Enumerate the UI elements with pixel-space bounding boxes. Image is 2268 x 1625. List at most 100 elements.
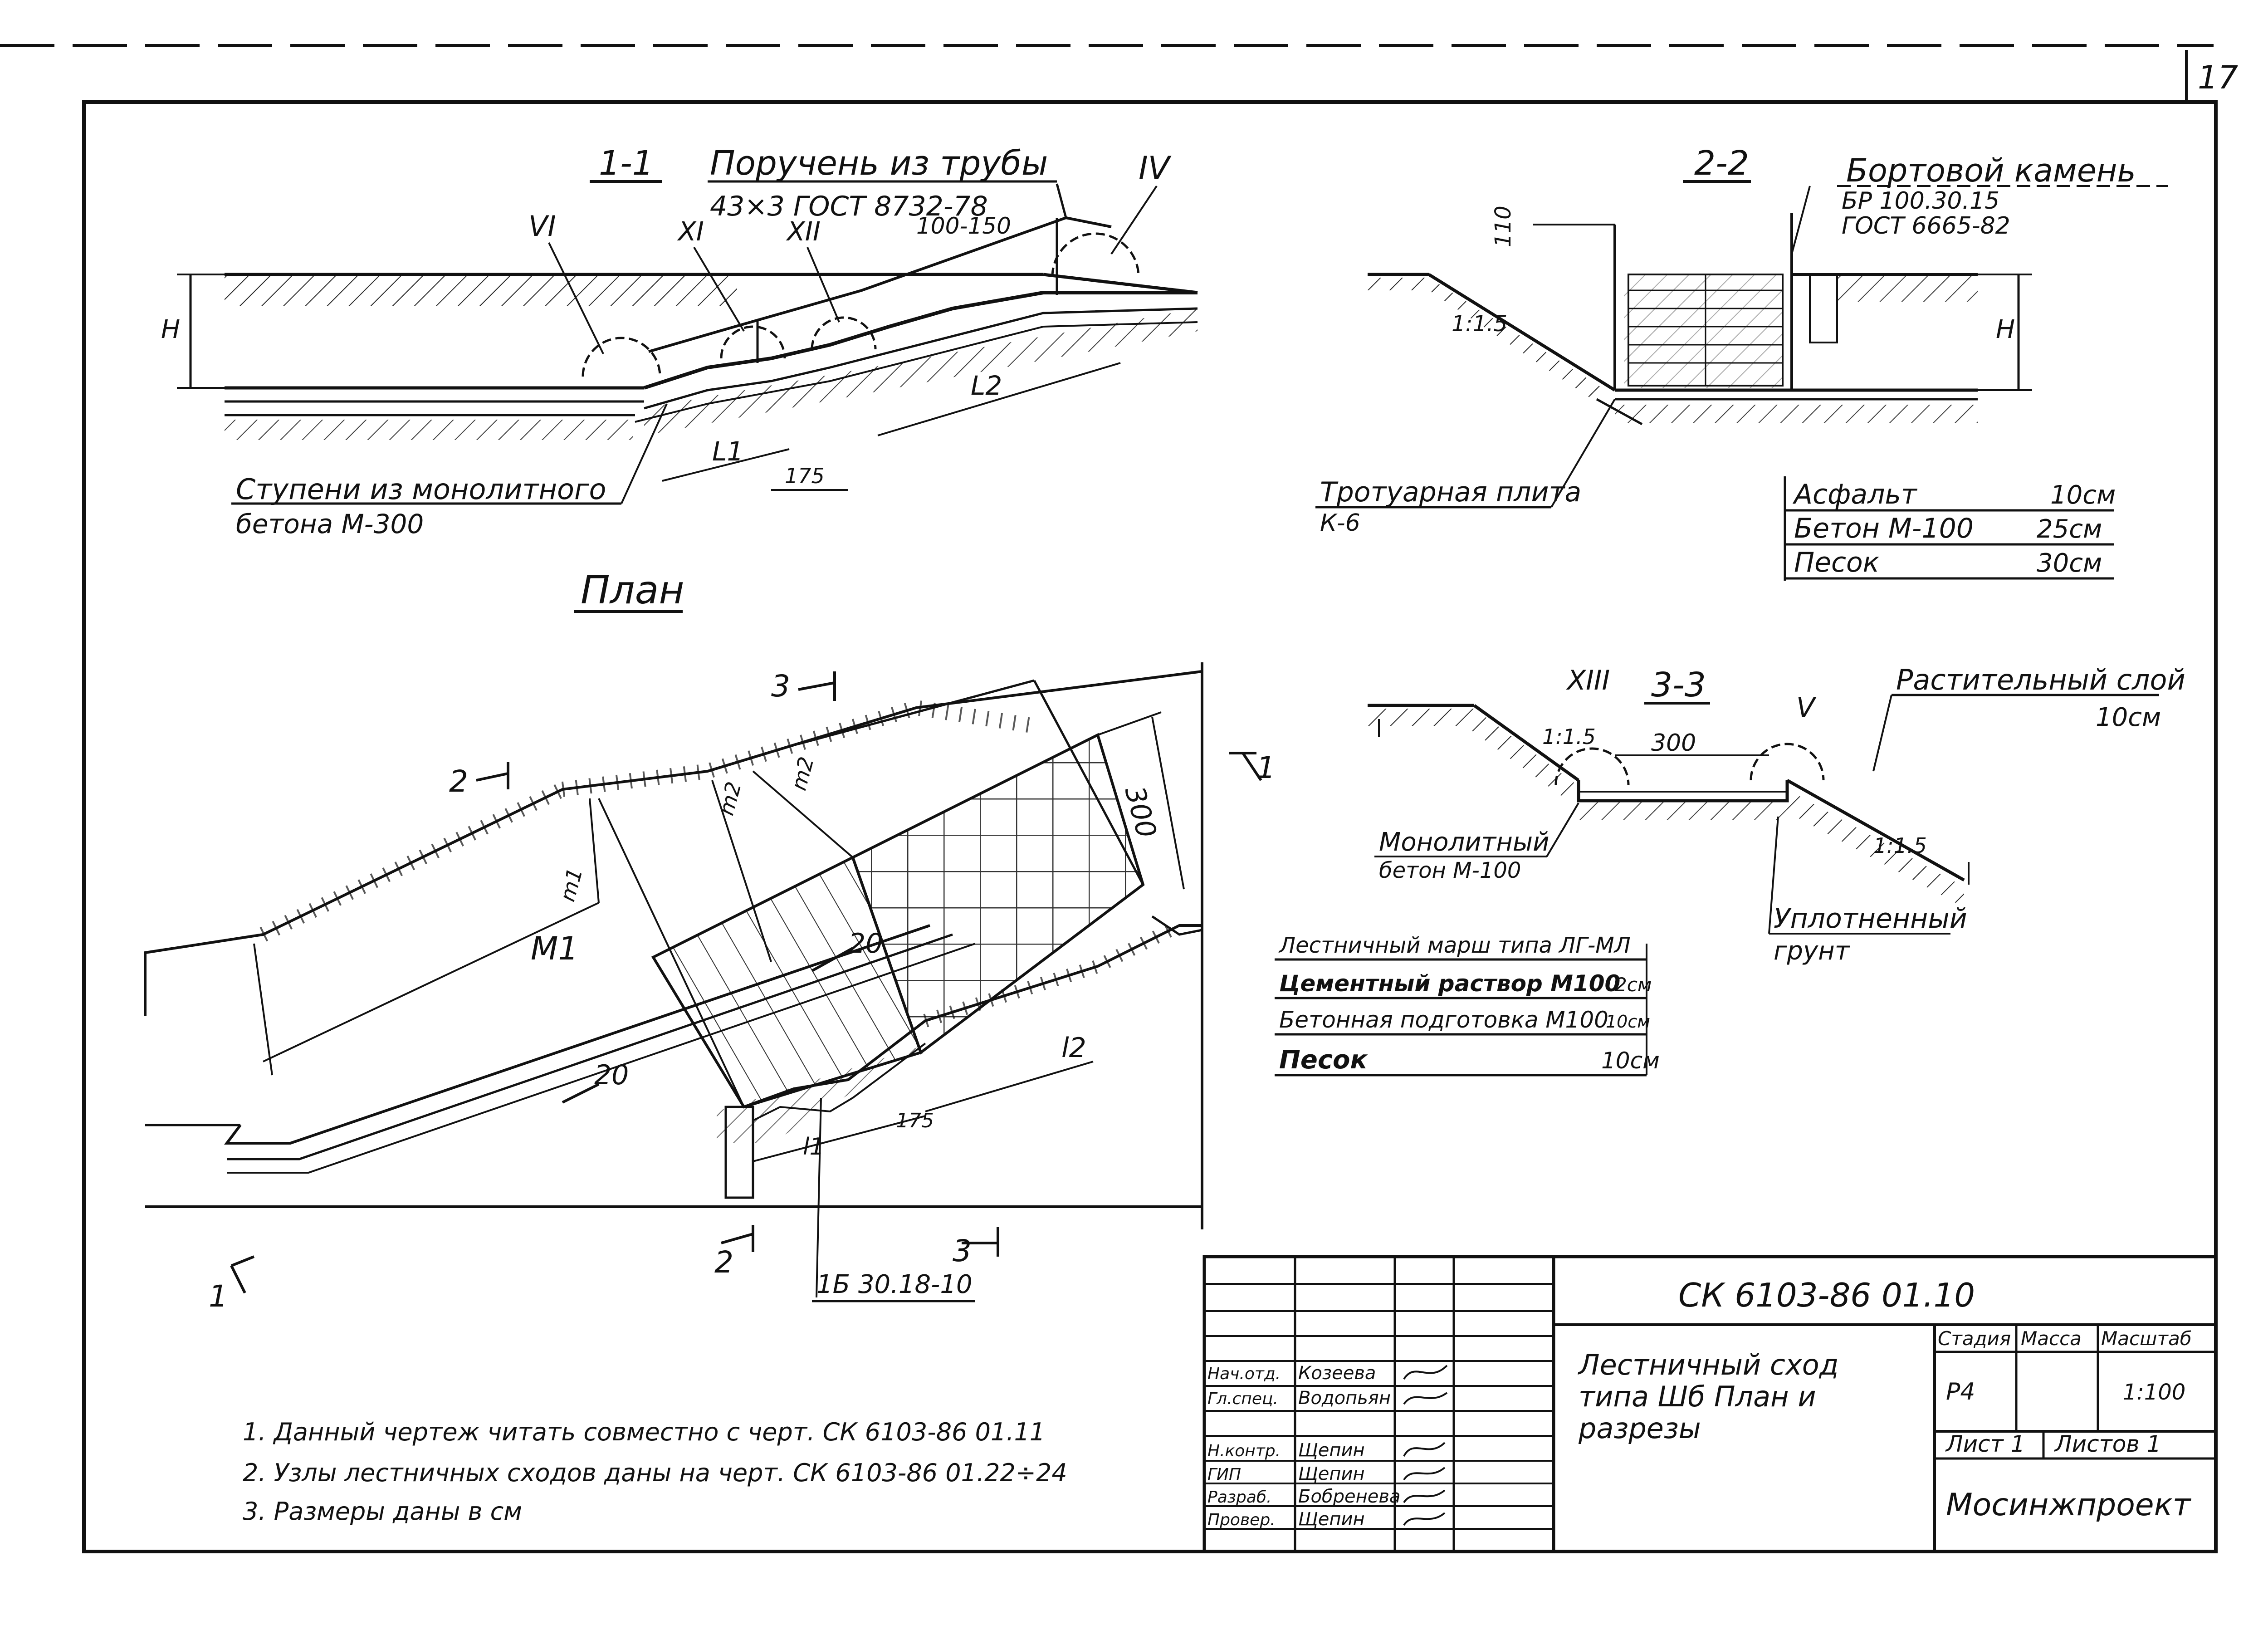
signature-mark (1403, 1489, 1446, 1503)
topsoil-label-1: Растительный слой (1896, 663, 2185, 696)
col-scale: Масштаб (2101, 1327, 2192, 1350)
plan-dim-l2: l2 (1061, 1032, 1086, 1064)
cut-3-top: 3 (771, 669, 790, 704)
stage-value: Р4 (1946, 1378, 1975, 1405)
role-name: Щепин (1298, 1509, 1365, 1530)
sheet-frame (82, 100, 2218, 1553)
section-1-1-title: 1-1 (599, 144, 654, 183)
note-1: 1. Данный чертеж читать совместно с черт… (243, 1418, 1045, 1446)
cut-1-left: 1 (209, 1279, 228, 1314)
dim-h-1-1: H (161, 315, 180, 344)
layer-name: Бетонная подготовка М100 (1279, 1007, 1608, 1033)
role-label: Разраб. (1207, 1488, 1271, 1507)
col-stage: Стадия (1938, 1327, 2011, 1350)
title-line-3: разрезы (1578, 1412, 1701, 1445)
stair-layers-table: Лестничный марш типа ЛГ-МЛ Цементный рас… (1275, 933, 1660, 1077)
section-3-3-title: 3-3 (1651, 666, 1706, 705)
role-label: Нач.отд. (1207, 1365, 1281, 1383)
layer-thickness: 10см (1601, 1047, 1660, 1074)
note-2: 2. Узлы лестничных сходов даны на черт. … (243, 1459, 1067, 1487)
concrete-label-2: бетон М-100 (1379, 858, 1521, 883)
signature-mark (1403, 1365, 1448, 1380)
signature-mark (1403, 1467, 1446, 1481)
signature-mark (1403, 1392, 1448, 1405)
dim-l2-1-1: L2 (971, 370, 1002, 401)
node-xii-label: XII (786, 216, 821, 247)
layer-name: Асфальт (1792, 479, 1918, 510)
role-name: Щепин (1298, 1440, 1365, 1461)
pavement-layers-table: Асфальт 10см Бетон М-100 25см Песок 30см (1784, 476, 2116, 581)
layer-thickness: 2см (1615, 974, 1652, 996)
scale-value: 1:100 (2123, 1380, 2185, 1405)
dim-300-3-3: 300 (1651, 729, 1696, 757)
section-2-2: 2-2 Бортовой камень БР 100.30.15 ГОСТ 66… (1315, 144, 2168, 581)
steps-label-1: Ступени из монолитного (236, 473, 606, 506)
layer-thickness: 30см (2037, 548, 2102, 578)
curb-label-3: ГОСТ 6665-82 (1842, 212, 2010, 240)
dim-h-2-2: H (1996, 315, 2015, 344)
plan-label-m1-small: m1 (555, 865, 587, 904)
section-2-2-title: 2-2 (1694, 144, 1749, 183)
layer-name: Песок (1279, 1045, 1369, 1075)
dim-175-1-1: 175 (785, 464, 825, 488)
slope-3-3-left: 1:1.5 (1542, 724, 1596, 749)
section-1-1: 1-1 Поручень из трубы 43×3 ГОСТ 8732-78 … (161, 144, 1198, 539)
node-iv-label: IV (1139, 150, 1172, 187)
node-vi-label: VI (528, 210, 556, 243)
handrail-label-2: 43×3 ГОСТ 8732-78 (710, 191, 988, 222)
node-v-label: V (1796, 692, 1817, 724)
curb-label-1: Бортовой камень (1846, 152, 2136, 189)
role-label: Провер. (1207, 1511, 1276, 1529)
layer-thickness: 10см (2050, 480, 2116, 510)
section-3-3: 3-3 XIII V Растительный слой 10см 300 1:… (1275, 663, 2185, 1077)
title-line-1: Лестничный сход (1578, 1348, 1839, 1381)
sheet-label: Лист 1 (1945, 1431, 2025, 1457)
curb-label-2: БР 100.30.15 (1842, 187, 1999, 215)
plan-dim-175: 175 (896, 1109, 934, 1132)
role-label: ГИП (1207, 1465, 1241, 1484)
signature-mark (1403, 1442, 1446, 1457)
note-3: 3. Размеры даны в см (243, 1497, 522, 1526)
notes: 1. Данный чертеж читать совместно с черт… (243, 1418, 1067, 1526)
dim-100-150: 100-150 (916, 213, 1011, 239)
col-mass: Масса (2021, 1327, 2082, 1350)
handrail-label-1: Поручень из трубы (710, 144, 1048, 183)
layer-name: Песок (1794, 547, 1879, 578)
compact-label-1: Уплотненный (1774, 903, 1967, 935)
slab-label-2: К-6 (1320, 509, 1360, 537)
role-name: Водопьян (1298, 1388, 1391, 1409)
plan-label-m1: М1 (531, 930, 578, 967)
signature-mark (1403, 1512, 1446, 1526)
layer-name: Бетон М-100 (1794, 513, 1974, 544)
layer-thickness: 25см (2037, 514, 2102, 544)
plan-label-m2: m2 (714, 779, 746, 818)
cut-2-bottom: 2 (714, 1245, 733, 1280)
dim-l1-1-1: L1 (712, 436, 743, 467)
plan-title: План (581, 568, 684, 613)
layer-thickness: 10см (1606, 1012, 1650, 1032)
block-label: 1Б 30.18-10 (816, 1270, 973, 1299)
plan-dim-l1: l1 (803, 1133, 825, 1160)
role-name: Щепин (1298, 1463, 1365, 1484)
steps-label-2: бетона М-300 (236, 509, 424, 539)
plan-view: План (144, 568, 1276, 1314)
title-line-2: типа Шб План и (1579, 1380, 1816, 1413)
title-block: Нач.отд. Козеева Гл.спец. Водопьян Н.кон… (1202, 1255, 2218, 1553)
dim-110: 110 (1491, 206, 1516, 247)
drawing-code: СК 6103-86 01.10 (1678, 1276, 1975, 1314)
page-number: 17 (2198, 59, 2238, 96)
layer-name: Лестничный марш типа ЛГ-МЛ (1278, 933, 1631, 958)
slab-label-1: Тротуарная плита (1320, 476, 1581, 508)
concrete-label-1: Монолитный (1379, 827, 1549, 857)
plan-slope-20-b: 20 (594, 1059, 629, 1091)
sheets-label: Листов 1 (2054, 1431, 2161, 1457)
organization-name: Мосинжпроект (1946, 1487, 2192, 1523)
slope-3-3-right: 1:1.5 (1873, 833, 1927, 858)
role-label: Гл.спец. (1207, 1390, 1278, 1408)
cut-2-top: 2 (449, 764, 468, 799)
plan-label-m2b: m2 (786, 754, 818, 793)
role-name: Бобренева (1298, 1486, 1400, 1507)
slope-2-2: 1:1.5 (1452, 311, 1507, 337)
role-name: Козеева (1298, 1363, 1376, 1384)
